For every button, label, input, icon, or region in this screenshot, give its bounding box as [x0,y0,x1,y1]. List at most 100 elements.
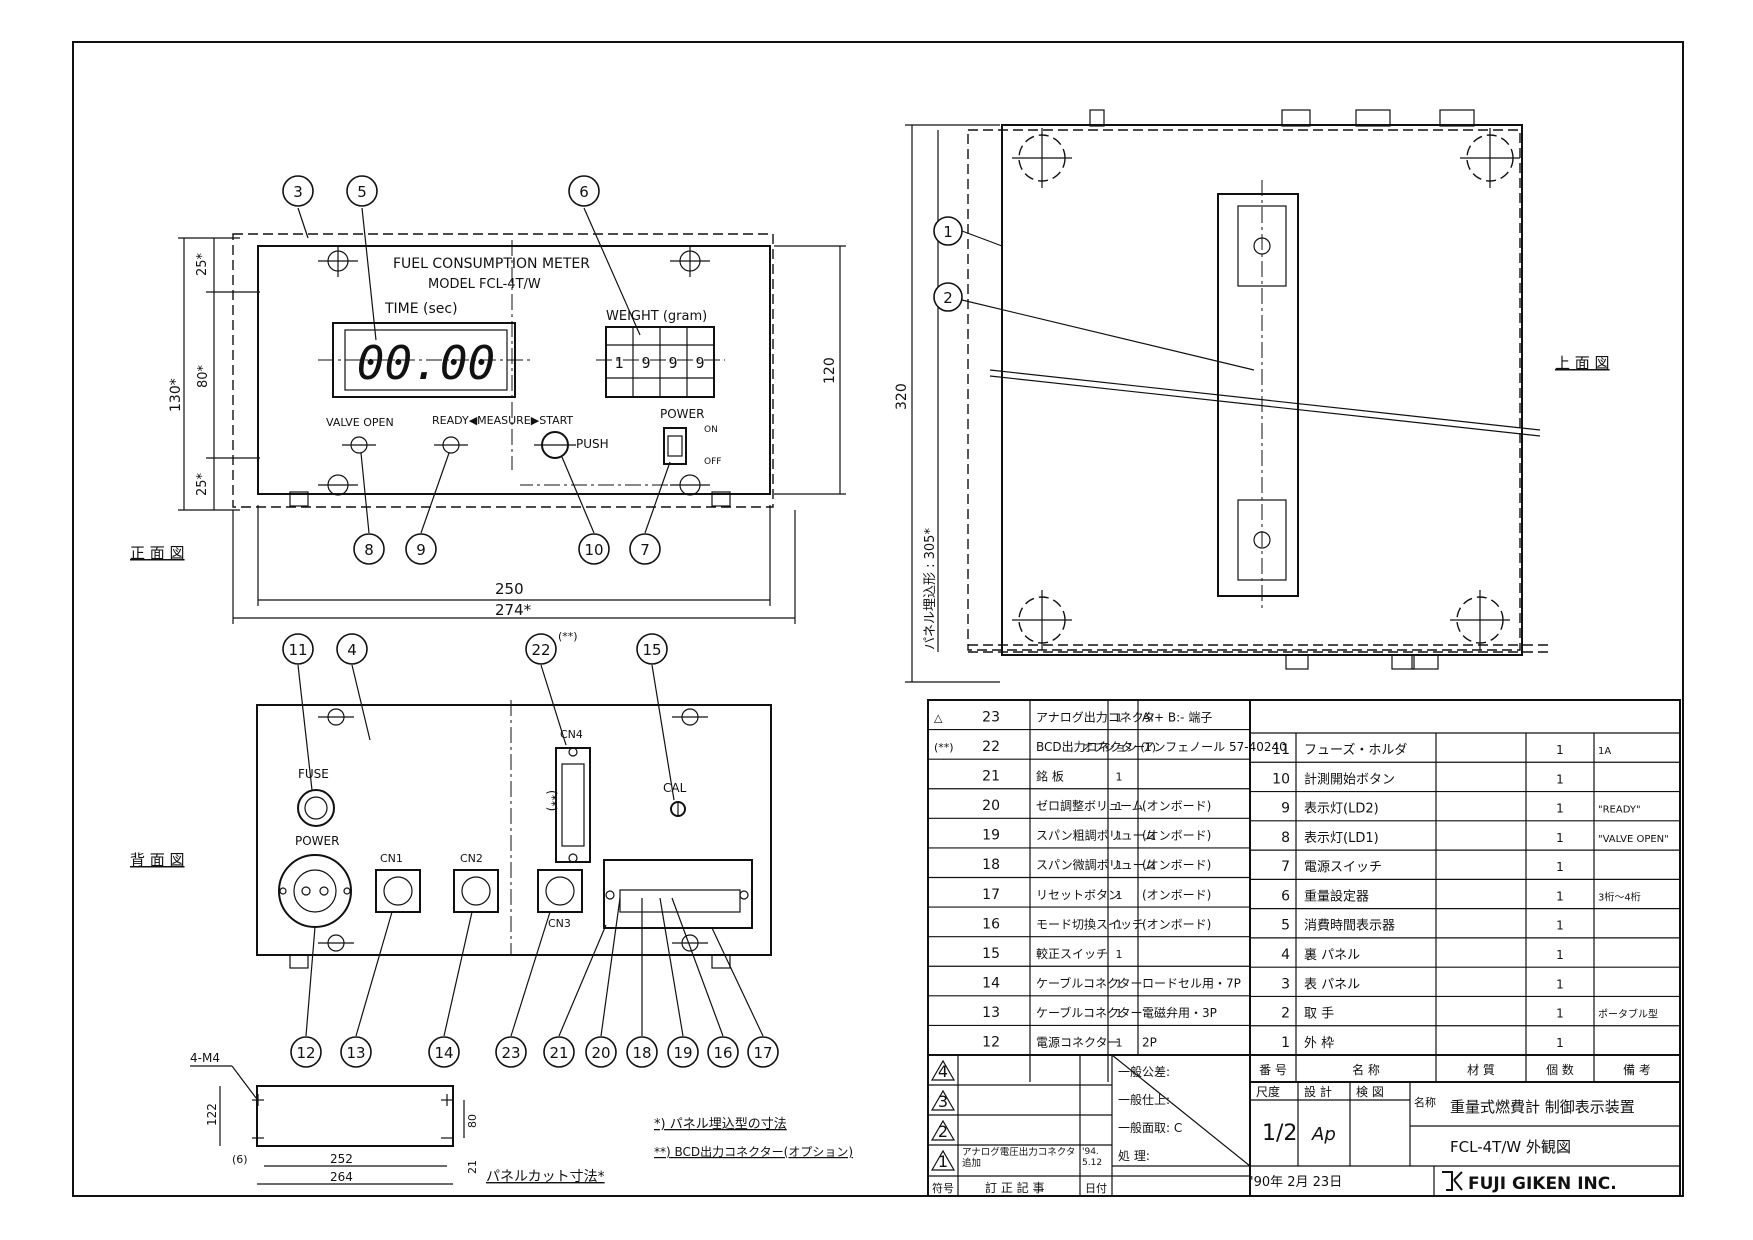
parts-cell-name: 電源コネクター [1036,1036,1120,1050]
power-label: POWER [660,407,704,421]
parts-cell-no: 12 [982,1035,1000,1051]
model-label: MODEL FCL-4T/W [428,277,541,292]
rev-header: 訂 正 記 事 [985,1180,1044,1195]
parts-cell-note: "READY" [1598,805,1641,816]
check-label: 検 図 [1356,1085,1384,1099]
balloon: 4 [347,641,357,659]
parts-cell-name: 表示灯(LD1) [1304,831,1379,846]
cn2-label: CN2 [460,852,483,865]
parts-cell-no: 20 [982,798,1000,814]
cn3-label: CN3 [548,917,571,930]
revision-entry-date: '94. 5.12 [1082,1147,1103,1168]
parts-cell-name: 外 枠 [1304,1036,1334,1051]
parts-cell-name: 銘 板 [1036,768,1064,783]
sheet-border [72,41,1684,1197]
parts-cell-note: (オンボード) [1142,858,1211,872]
parts-cell-no: 3 [1281,976,1290,992]
parts-cell-qty: 1 [1556,831,1564,845]
cn4-bcd-connector[interactable] [555,747,591,863]
title-block: 4 3 2 1 アナログ電圧出力コネクタ追加 '94. 5.12 符号 訂 正 … [928,1054,1680,1196]
parts-cell-qty: オプション (1) [1082,741,1156,754]
parts-cell-no: 22 [982,739,1000,755]
design-label: 設 計 [1304,1084,1332,1099]
designer: Ap [1311,1124,1336,1145]
title-name-2: FCL-4T/W 外観図 [1450,1138,1571,1156]
parts-cell-name: 表 パネル [1304,977,1360,992]
parts-cell-qty: 1 [1556,802,1564,816]
revision-entry-text: アナログ電圧出力コネクタ追加 [962,1147,1076,1169]
parts-cell-no: 16 [982,916,1000,932]
balloon: 8 [364,541,374,559]
balloon: 21 [549,1044,568,1062]
parts-cell-no: 9 [1281,801,1290,817]
balloon: 7 [640,541,650,559]
cn3-connector[interactable] [537,869,583,913]
front-body [257,245,771,495]
parts-cell-name: ケーブルコネクター [1036,976,1143,991]
parts-cell-name: 裏 パネル [1304,948,1360,963]
dim-120: 120 [822,357,838,384]
parts-cell-note: (オンボード) [1142,917,1211,931]
rev-header: 符号 [932,1182,954,1195]
parts-cell-note: 2P [1142,1036,1157,1050]
scale-value: 1/2 [1262,1121,1297,1146]
parts-cell-qty: 1 [1556,1036,1564,1050]
weight-digit: 9 [695,354,704,372]
cn4-label: CN4 [560,728,583,741]
push-label: PUSH [576,437,609,451]
top-body [1001,124,1523,656]
revision-mark: 4 [938,1062,948,1081]
parts-cell-name: 計測開始ボタン [1304,771,1395,787]
cn1-connector[interactable] [375,869,421,913]
dim-320: 320 [894,383,910,410]
parts-cell-note: アンフェノール 57-40240 [1142,740,1287,754]
parts-cell-name: フューズ・ホルダ [1304,742,1407,758]
parts-cell-no: 6 [1281,888,1290,904]
dim-80: 80* [196,364,211,388]
ready-measure-start-label: READY◀MEASURE▶START [432,414,573,427]
rear-view: FUSE POWER CN1 CN2 CN3 CN4 (**) CAL 背 面 … [130,700,772,969]
parts-cell-name: スパン微調ボリューム [1036,858,1156,872]
tolerance-general: 一般公差: [1118,1064,1170,1079]
parts-cell-name: 較正スイッチ [1036,946,1108,961]
panel-cut-outline [256,1085,454,1147]
front-view-label: 正 面 図 [130,544,185,562]
rear-view-label: 背 面 図 [130,851,185,869]
power-switch[interactable] [663,427,687,465]
rear-balloons: 11 4 22 (**) 15 12 13 14 23 21 20 18 19 … [282,630,779,1068]
parts-header-cell: 材 質 [1467,1062,1495,1077]
revision-mark: 3 [938,1092,948,1111]
parts-cell-note: (オンボード) [1142,829,1211,843]
parts-cell-no: 11 [1272,742,1290,758]
parts-cell-qty: 1 [1556,977,1564,991]
parts-cell-no: 14 [982,976,1000,992]
weight-digit: 9 [641,354,650,372]
rev-header: 日付 [1085,1182,1107,1195]
power-connector[interactable] [278,854,352,928]
parts-cell-qty: 1 [1116,948,1123,961]
parts-cell-no: 13 [982,1005,1000,1021]
balloon: 20 [591,1044,610,1062]
cn2-connector[interactable] [453,869,499,913]
fuse-holder[interactable] [297,789,335,827]
parts-cell-name: リセットボタン [1036,888,1120,902]
weight-setter[interactable]: 1 9 9 9 [605,326,715,398]
parts-cell-qty: 1 [1556,1007,1564,1021]
meter-title: FUEL CONSUMPTION METER [393,256,590,272]
parts-cell-qty: 1 [1116,1037,1123,1050]
parts-cell-note: 電磁弁用・3P [1142,1005,1217,1020]
name-label: 名称 [1414,1095,1436,1109]
balloon: 1 [943,223,953,241]
balloon-suffix: (**) [558,630,578,643]
top-view: 上 面 図 320 パネル埋込形 : 305* 1 2 [894,109,1610,683]
parts-cell-name: 表示灯(LD2) [1304,802,1379,817]
parts-cell-no: 18 [982,857,1000,873]
parts-cell-note: ロードセル用・7P [1142,977,1241,991]
panel-cut: 4-M4 122 80 21 252 (6) 264 パネルカット寸法* *) … [190,1051,853,1185]
dim-25b: 25* [195,472,210,496]
balloon: 2 [943,289,953,307]
parts-cell-qty: 1 [1556,919,1564,933]
parts-cell-name: ゼロ調整ボリューム [1036,798,1144,813]
parts-cell-qty: 1 [1116,770,1123,783]
